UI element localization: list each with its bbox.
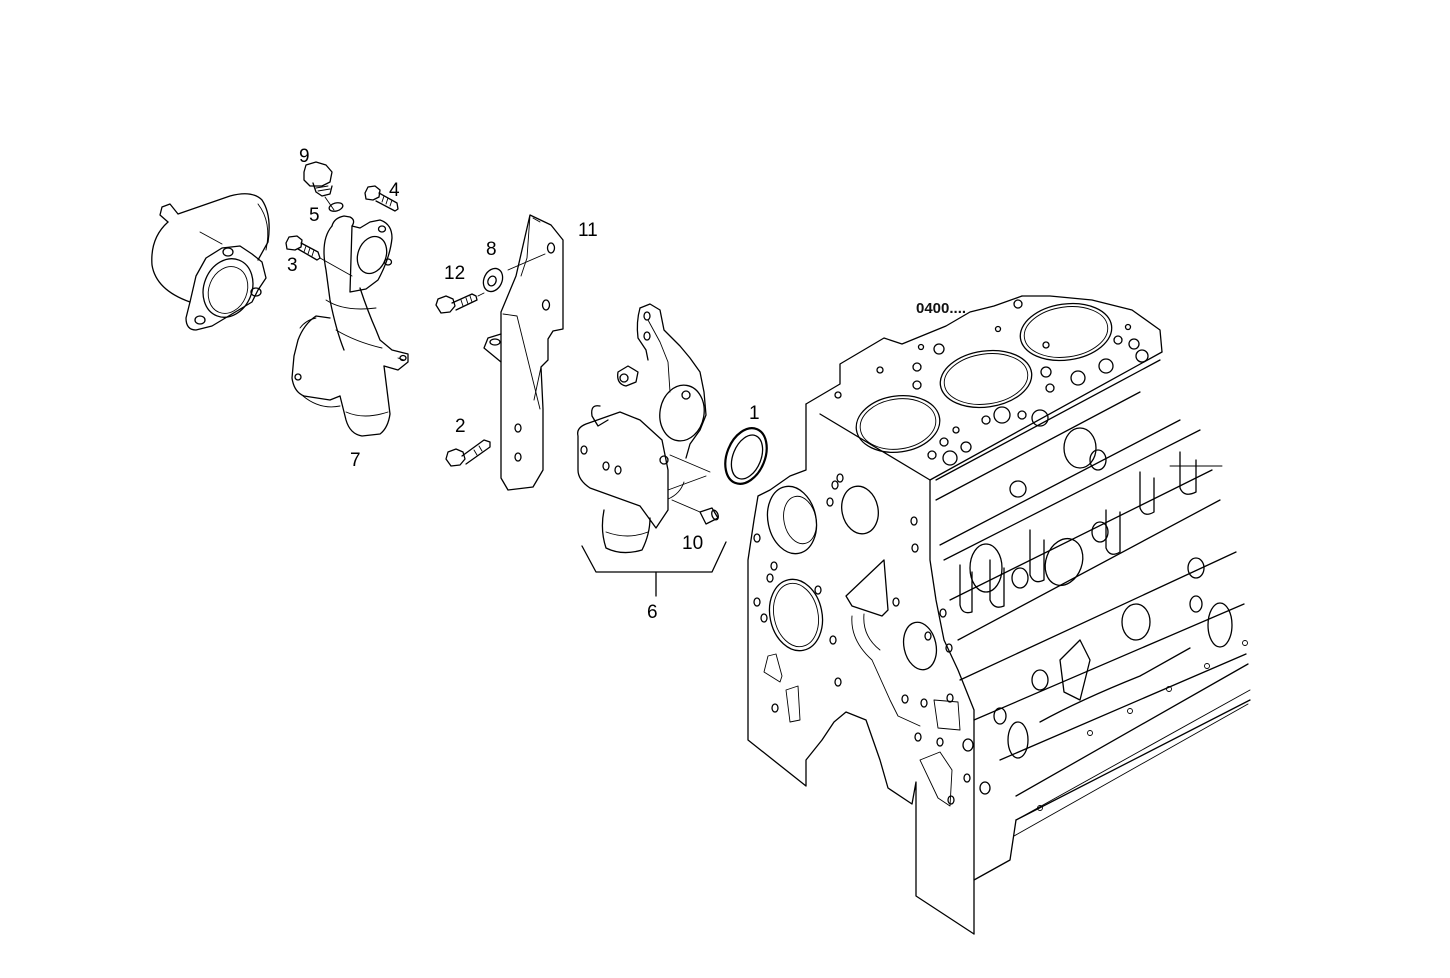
engine-block-reference-label: 0400....: [916, 300, 967, 317]
callout-label-4: 4: [389, 180, 400, 201]
callout-label-3: 3: [287, 255, 298, 276]
flange-bolt-12-drawing: [435, 292, 485, 314]
callout-label-5: 5: [309, 205, 320, 226]
assembly-bracket-line: [581, 541, 727, 597]
callout-label-11: 11: [578, 220, 598, 241]
callout-label-1: 1: [749, 403, 760, 424]
thermostat-cover-drawing: [151, 193, 270, 331]
callout-label-2: 2: [455, 416, 466, 437]
callout-label-9: 9: [299, 146, 310, 167]
callout-label-7: 7: [350, 450, 361, 471]
dowel-bushing-drawing: [671, 499, 719, 525]
sealing-washer-drawing: [328, 202, 344, 212]
thermostat-housing-drawing: [577, 303, 711, 554]
engine-block-drawing: [747, 295, 1251, 935]
plug-drawing: [303, 161, 335, 211]
water-outlet-pipe-drawing: [291, 215, 409, 437]
bracket-drawing: [483, 214, 564, 491]
callout-label-6: 6: [647, 602, 658, 623]
bolt-3-drawing: [285, 235, 353, 277]
callout-label-12: 12: [444, 263, 466, 284]
flange-bolt-2-drawing: [445, 439, 491, 467]
sealing-ring-drawing: [724, 427, 768, 485]
washer-8-drawing: [482, 253, 546, 293]
callout-label-8: 8: [486, 239, 497, 260]
callout-label-10: 10: [682, 533, 704, 554]
bolt-4-drawing: [364, 185, 399, 212]
